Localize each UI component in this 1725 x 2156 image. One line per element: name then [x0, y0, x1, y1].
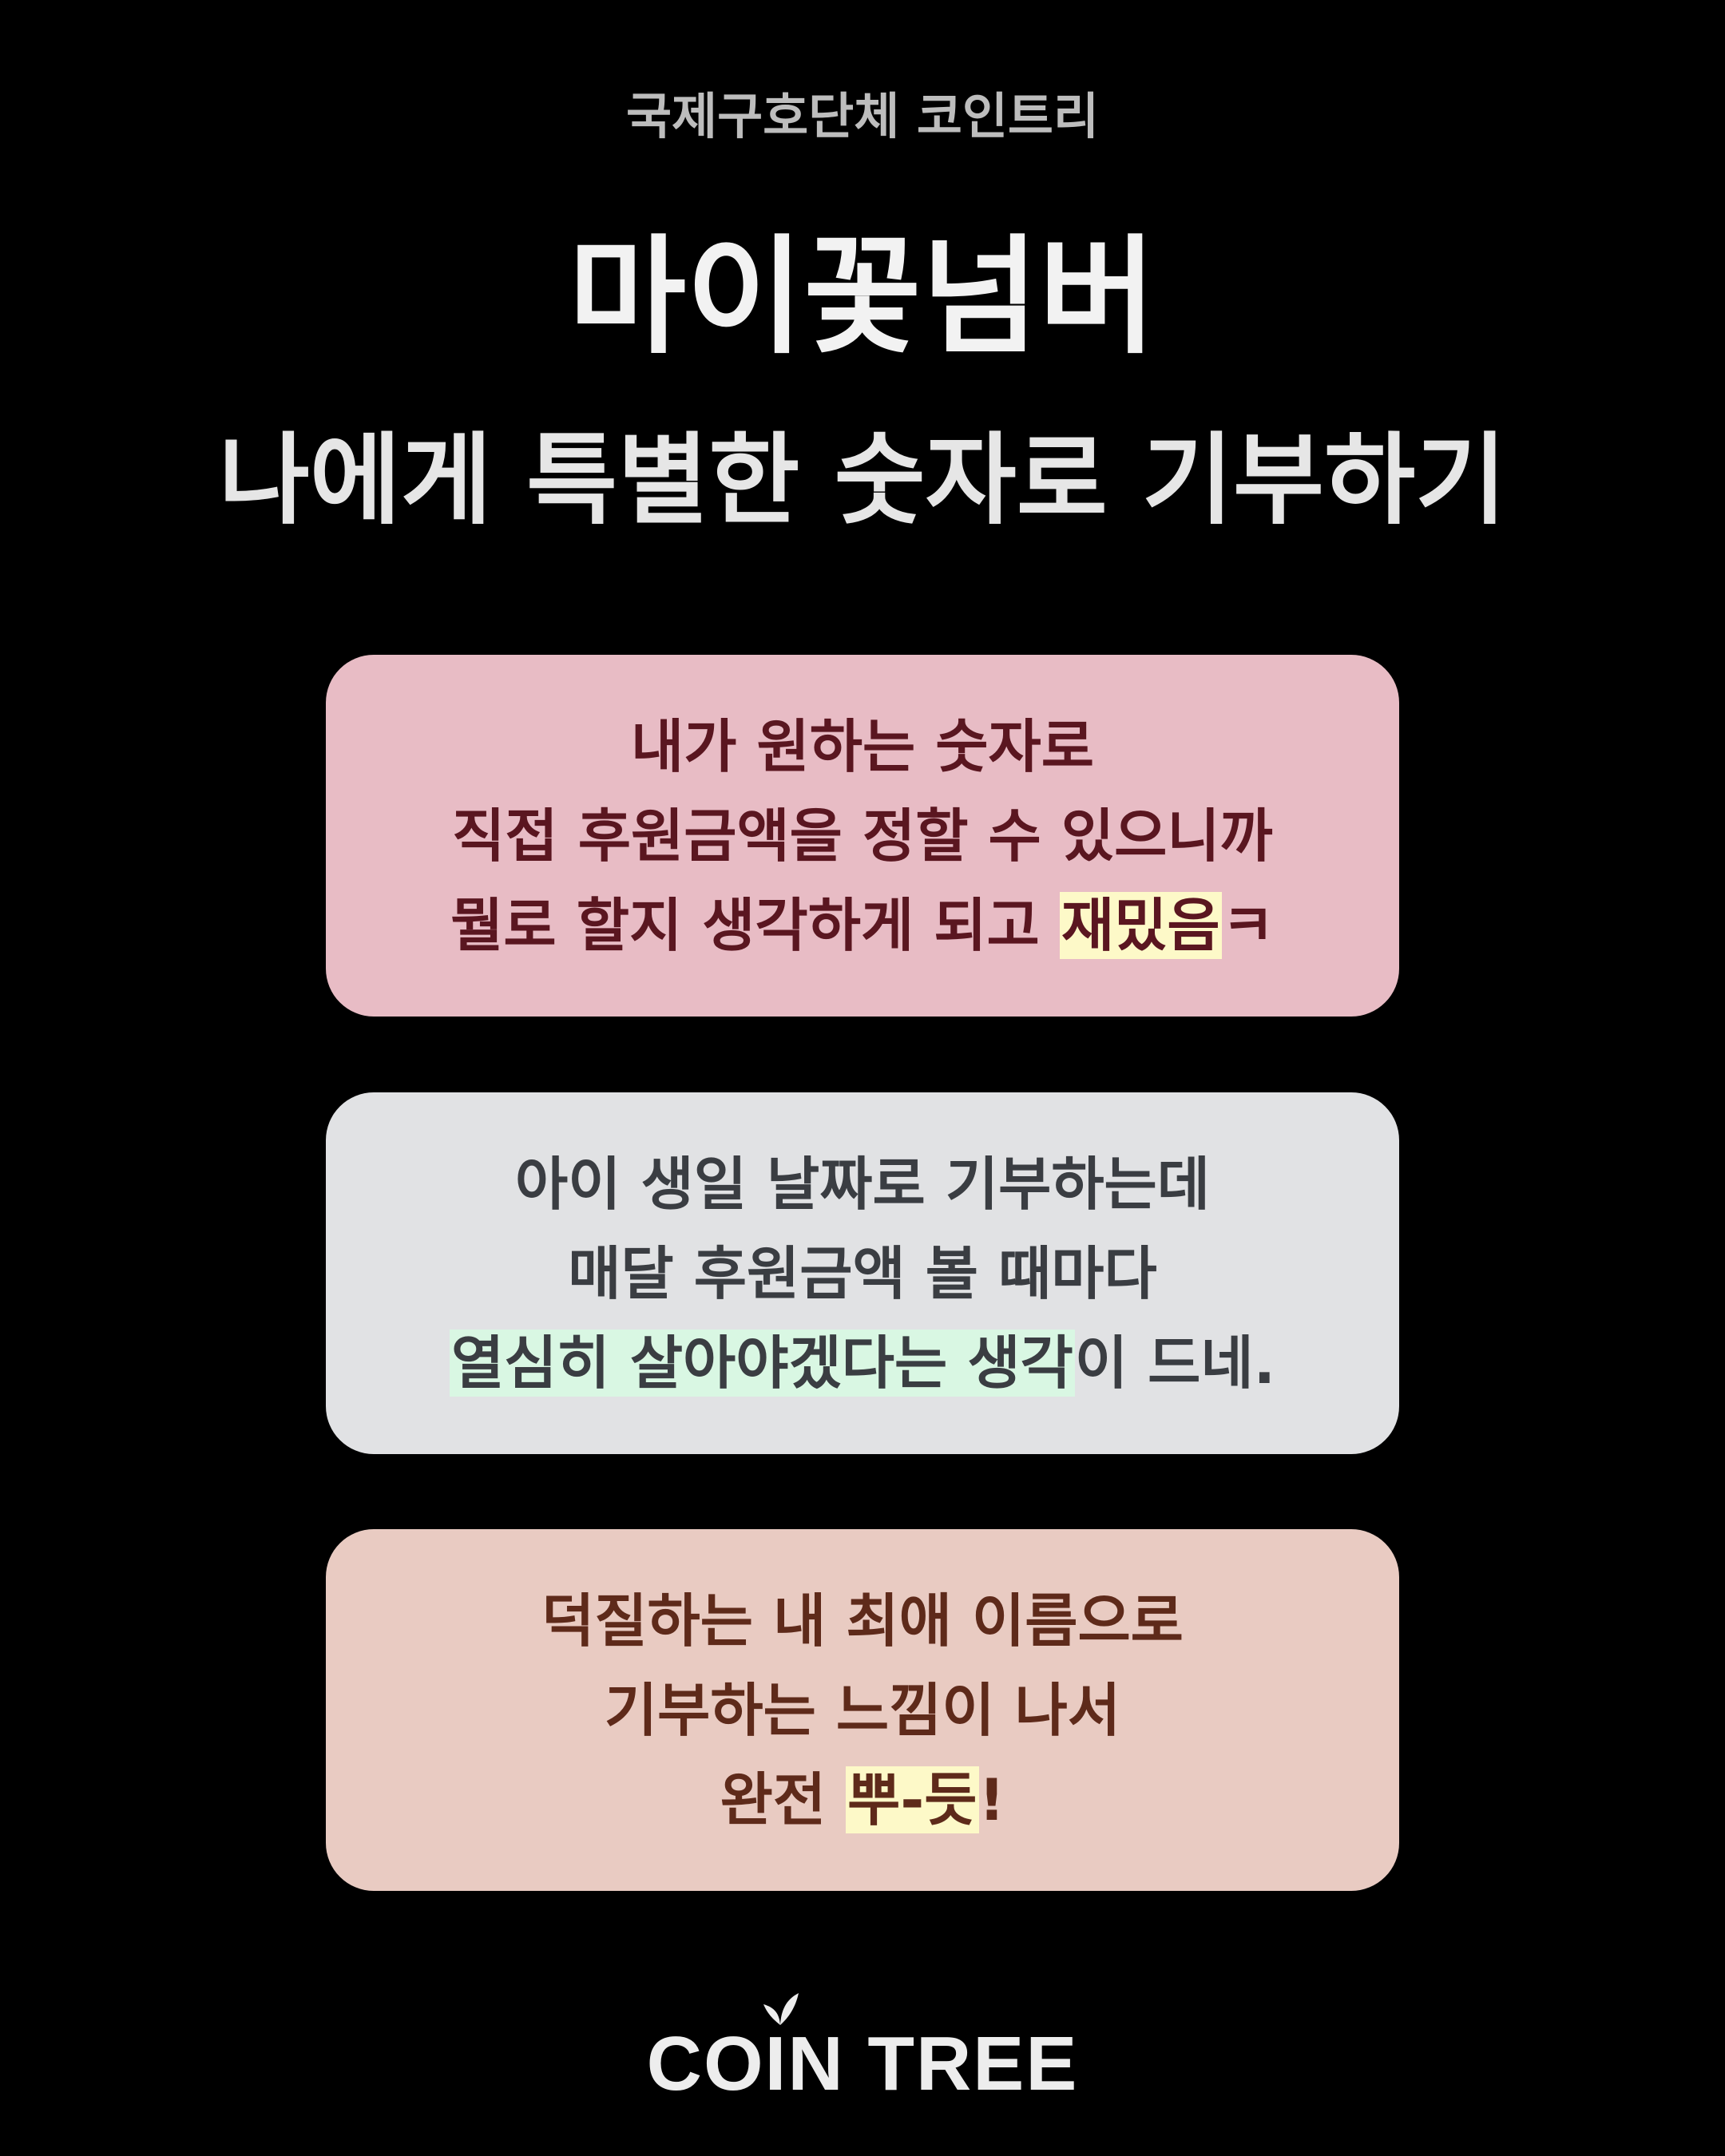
card-1-line-3: 뭘로 할지 생각하게 되고 재밌음ㅋ: [450, 881, 1275, 970]
card-2-line-2: 매달 후원금액 볼 때마다: [568, 1229, 1157, 1318]
testimonial-card-1: 내가 원하는 숫자로 직접 후원금액을 정할 수 있으니까 뭘로 할지 생각하게…: [326, 655, 1399, 1017]
logo-text: COIN TREE: [646, 2021, 1079, 2106]
testimonial-card-2: 아이 생일 날짜로 기부하는데 매달 후원금액 볼 때마다 열심히 살아야겠다는…: [326, 1092, 1399, 1454]
text-segment: 이 드네.: [1074, 1329, 1275, 1397]
text-segment: 덕질하는 내 최애 이름으로: [541, 1587, 1184, 1655]
text-segment: 완전: [720, 1766, 847, 1833]
subtitle: 국제구호단체 코인트리: [626, 87, 1099, 145]
card-3-line-3: 완전 뿌-듯!: [720, 1755, 1005, 1845]
cointree-logo: COIN TREE: [0, 1993, 1725, 2108]
card-3-line-2: 기부하는 느낌이 나서: [605, 1666, 1120, 1755]
text-segment: 뭘로 할지 생각하게 되고: [450, 891, 1060, 959]
text-segment: 매달 후원금액 볼 때마다: [568, 1239, 1157, 1307]
card-3-line-1: 덕질하는 내 최애 이름으로: [541, 1576, 1184, 1666]
text-segment: 내가 원하는 숫자로: [630, 712, 1095, 780]
card-2-line-1: 아이 생일 날짜로 기부하는데: [515, 1139, 1210, 1229]
text-segment: 아이 생일 날짜로 기부하는데: [514, 1150, 1211, 1218]
logo-wordmark: COIN TREE: [646, 1993, 1079, 2108]
page-title: 마이꽃넘버: [568, 222, 1156, 371]
card-2-line-3: 열심히 살아야겠다는 생각이 드네.: [450, 1318, 1275, 1408]
text-segment: 기부하는 느낌이 나서: [604, 1676, 1121, 1744]
text-segment: ㅋ: [1221, 891, 1275, 959]
text-segment: 직접 후원금액을 정할 수 있으니까: [452, 802, 1273, 870]
text-segment: !: [978, 1766, 1005, 1833]
page-tagline: 나에게 특별한 숫자로 기부하기: [218, 423, 1507, 538]
highlighted-text: 재밌음: [1059, 891, 1222, 959]
card-1-line-2: 직접 후원금액을 정할 수 있으니까: [452, 791, 1273, 881]
card-1-line-1: 내가 원하는 숫자로: [631, 702, 1094, 791]
highlighted-text: 뿌-듯: [846, 1766, 979, 1833]
highlighted-text: 열심히 살아야겠다는 생각: [450, 1329, 1075, 1397]
leaf-sprout-icon: [763, 1993, 799, 2025]
testimonial-card-3: 덕질하는 내 최애 이름으로 기부하는 느낌이 나서 완전 뿌-듯!: [326, 1529, 1399, 1891]
